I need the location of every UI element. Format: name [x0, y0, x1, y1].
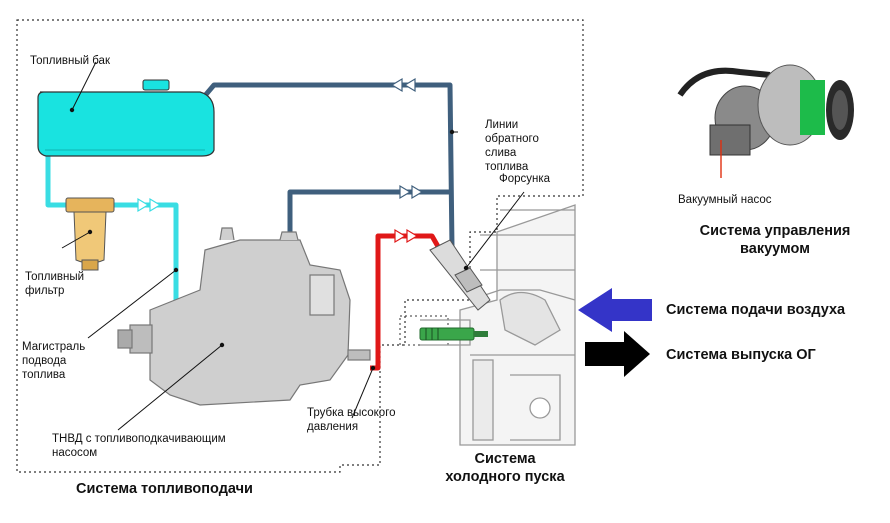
glow-plug-shape: [419, 327, 488, 341]
return-lines: [195, 82, 455, 249]
air-supply-arrow: [578, 288, 652, 332]
high-pressure-arrows: [394, 228, 419, 244]
supply-arrows: [137, 197, 162, 213]
title-exhaust: Система выпуска ОГ: [666, 347, 816, 363]
label-fuel-filter: Топливный фильтр: [25, 271, 85, 297]
injector-shape: [429, 239, 491, 311]
label-injector: Форсунка: [499, 173, 551, 185]
label-supply-line: Магистраль подвода топлива: [22, 341, 86, 381]
fuel-filter-shape: [65, 197, 115, 271]
injection-pump-shape: [117, 227, 371, 406]
fuel-tank-shape: [37, 79, 215, 157]
label-return-lines: Линии обратного слива топлива: [485, 119, 539, 173]
vacuum-pump-photo: [675, 55, 865, 178]
fuel-system-boundary: [16, 19, 584, 473]
label-hp-tube: Трубка высокого давления: [307, 407, 396, 433]
engine-block: [420, 204, 576, 446]
label-pointers: [61, 61, 525, 431]
label-fuel-tank: Топливный бак: [30, 55, 110, 67]
label-vacuum-pump: Вакуумный насос: [678, 194, 772, 206]
label-pump: ТНВД с топливоподкачивающим насосом: [52, 433, 226, 459]
high-pressure-tube: [370, 233, 443, 371]
title-fuel-system: Система топливоподачи: [76, 481, 253, 497]
return-arrows: [390, 77, 424, 200]
title-air-supply: Система подачи воздуха: [666, 302, 846, 318]
title-vacuum-control: Система управления вакуумом: [699, 223, 851, 257]
exhaust-arrow: [585, 331, 650, 377]
label-dots: [69, 107, 469, 371]
title-cold-start: Система холодного пуска: [445, 451, 565, 485]
